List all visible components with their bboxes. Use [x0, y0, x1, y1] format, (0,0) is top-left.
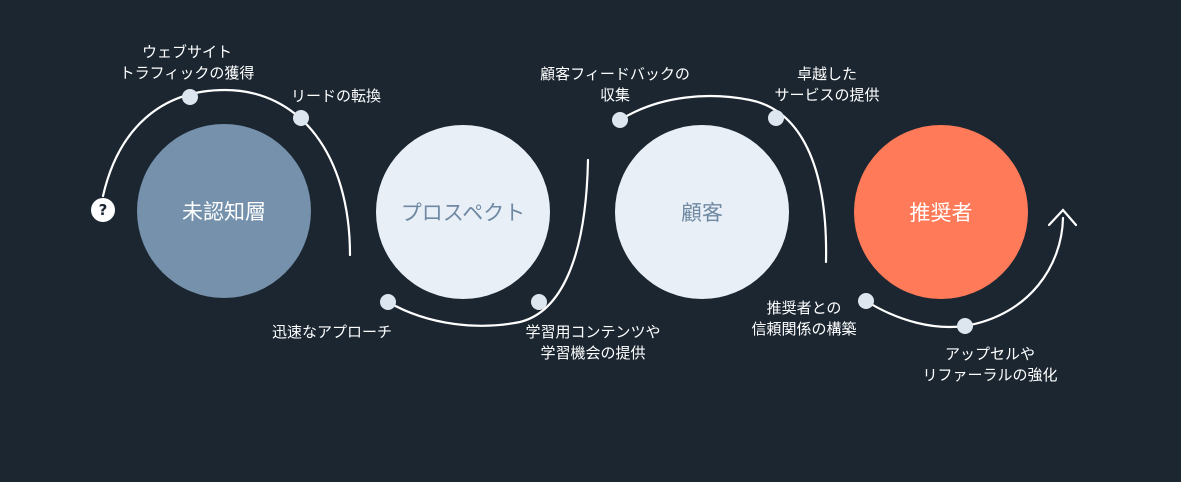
stage-promoter: 推奨者: [854, 125, 1028, 299]
label-lead-conversion: リードの転換: [276, 86, 396, 107]
node-learning-content: [531, 294, 547, 310]
label-learning-content-line2: 学習機会の提供: [540, 344, 646, 362]
label-web-traffic: ウェブサイト トラフィックの獲得: [104, 42, 270, 84]
label-learning-content-line1: 学習用コンテンツや: [525, 323, 661, 341]
node-lead-conversion: [293, 110, 309, 126]
node-quick-approach: [380, 294, 396, 310]
stage-customer: 顧客: [615, 125, 789, 299]
node-upsell: [957, 318, 973, 334]
label-feedback-line1: 顧客フィードバックの: [540, 65, 690, 83]
label-great-service: 卓越した サービスの提供: [752, 64, 902, 106]
label-web-traffic-line2: トラフィックの獲得: [119, 64, 255, 82]
label-trust: 推奨者との 信頼関係の構築: [734, 298, 874, 340]
label-upsell: アップセルや リファーラルの強化: [905, 344, 1075, 386]
label-great-service-line2: サービスの提供: [774, 86, 880, 104]
label-learning-content: 学習用コンテンツや 学習機会の提供: [508, 322, 678, 364]
label-feedback-line2: 収集: [599, 86, 630, 104]
label-upsell-line2: リファーラルの強化: [922, 366, 1058, 384]
question-icon: ?: [91, 198, 115, 222]
label-great-service-line1: 卓越した: [796, 65, 857, 83]
label-lead-conversion-line1: リードの転換: [290, 87, 381, 105]
arc-prospect-bottom: [386, 158, 590, 327]
arc-customer-top: [618, 94, 828, 264]
label-upsell-line1: アップセルや: [944, 345, 1035, 363]
node-feedback: [612, 112, 628, 128]
label-web-traffic-line1: ウェブサイト: [141, 43, 232, 61]
label-quick-approach: 迅速なアプローチ: [252, 322, 412, 343]
node-trust: [858, 293, 874, 309]
node-great-service: [768, 110, 784, 126]
stage-awareness: 未認知層: [137, 124, 311, 298]
node-web-traffic: [182, 89, 198, 105]
label-feedback: 顧客フィードバックの 収集: [520, 64, 710, 106]
arrow-head: [1047, 208, 1078, 227]
label-trust-line2: 信頼関係の構築: [751, 320, 857, 338]
label-quick-approach-line1: 迅速なアプローチ: [271, 323, 392, 341]
arc-awareness-top: [101, 88, 352, 257]
stage-prospect: プロスペクト: [376, 125, 550, 299]
label-trust-line1: 推奨者との: [766, 299, 842, 317]
